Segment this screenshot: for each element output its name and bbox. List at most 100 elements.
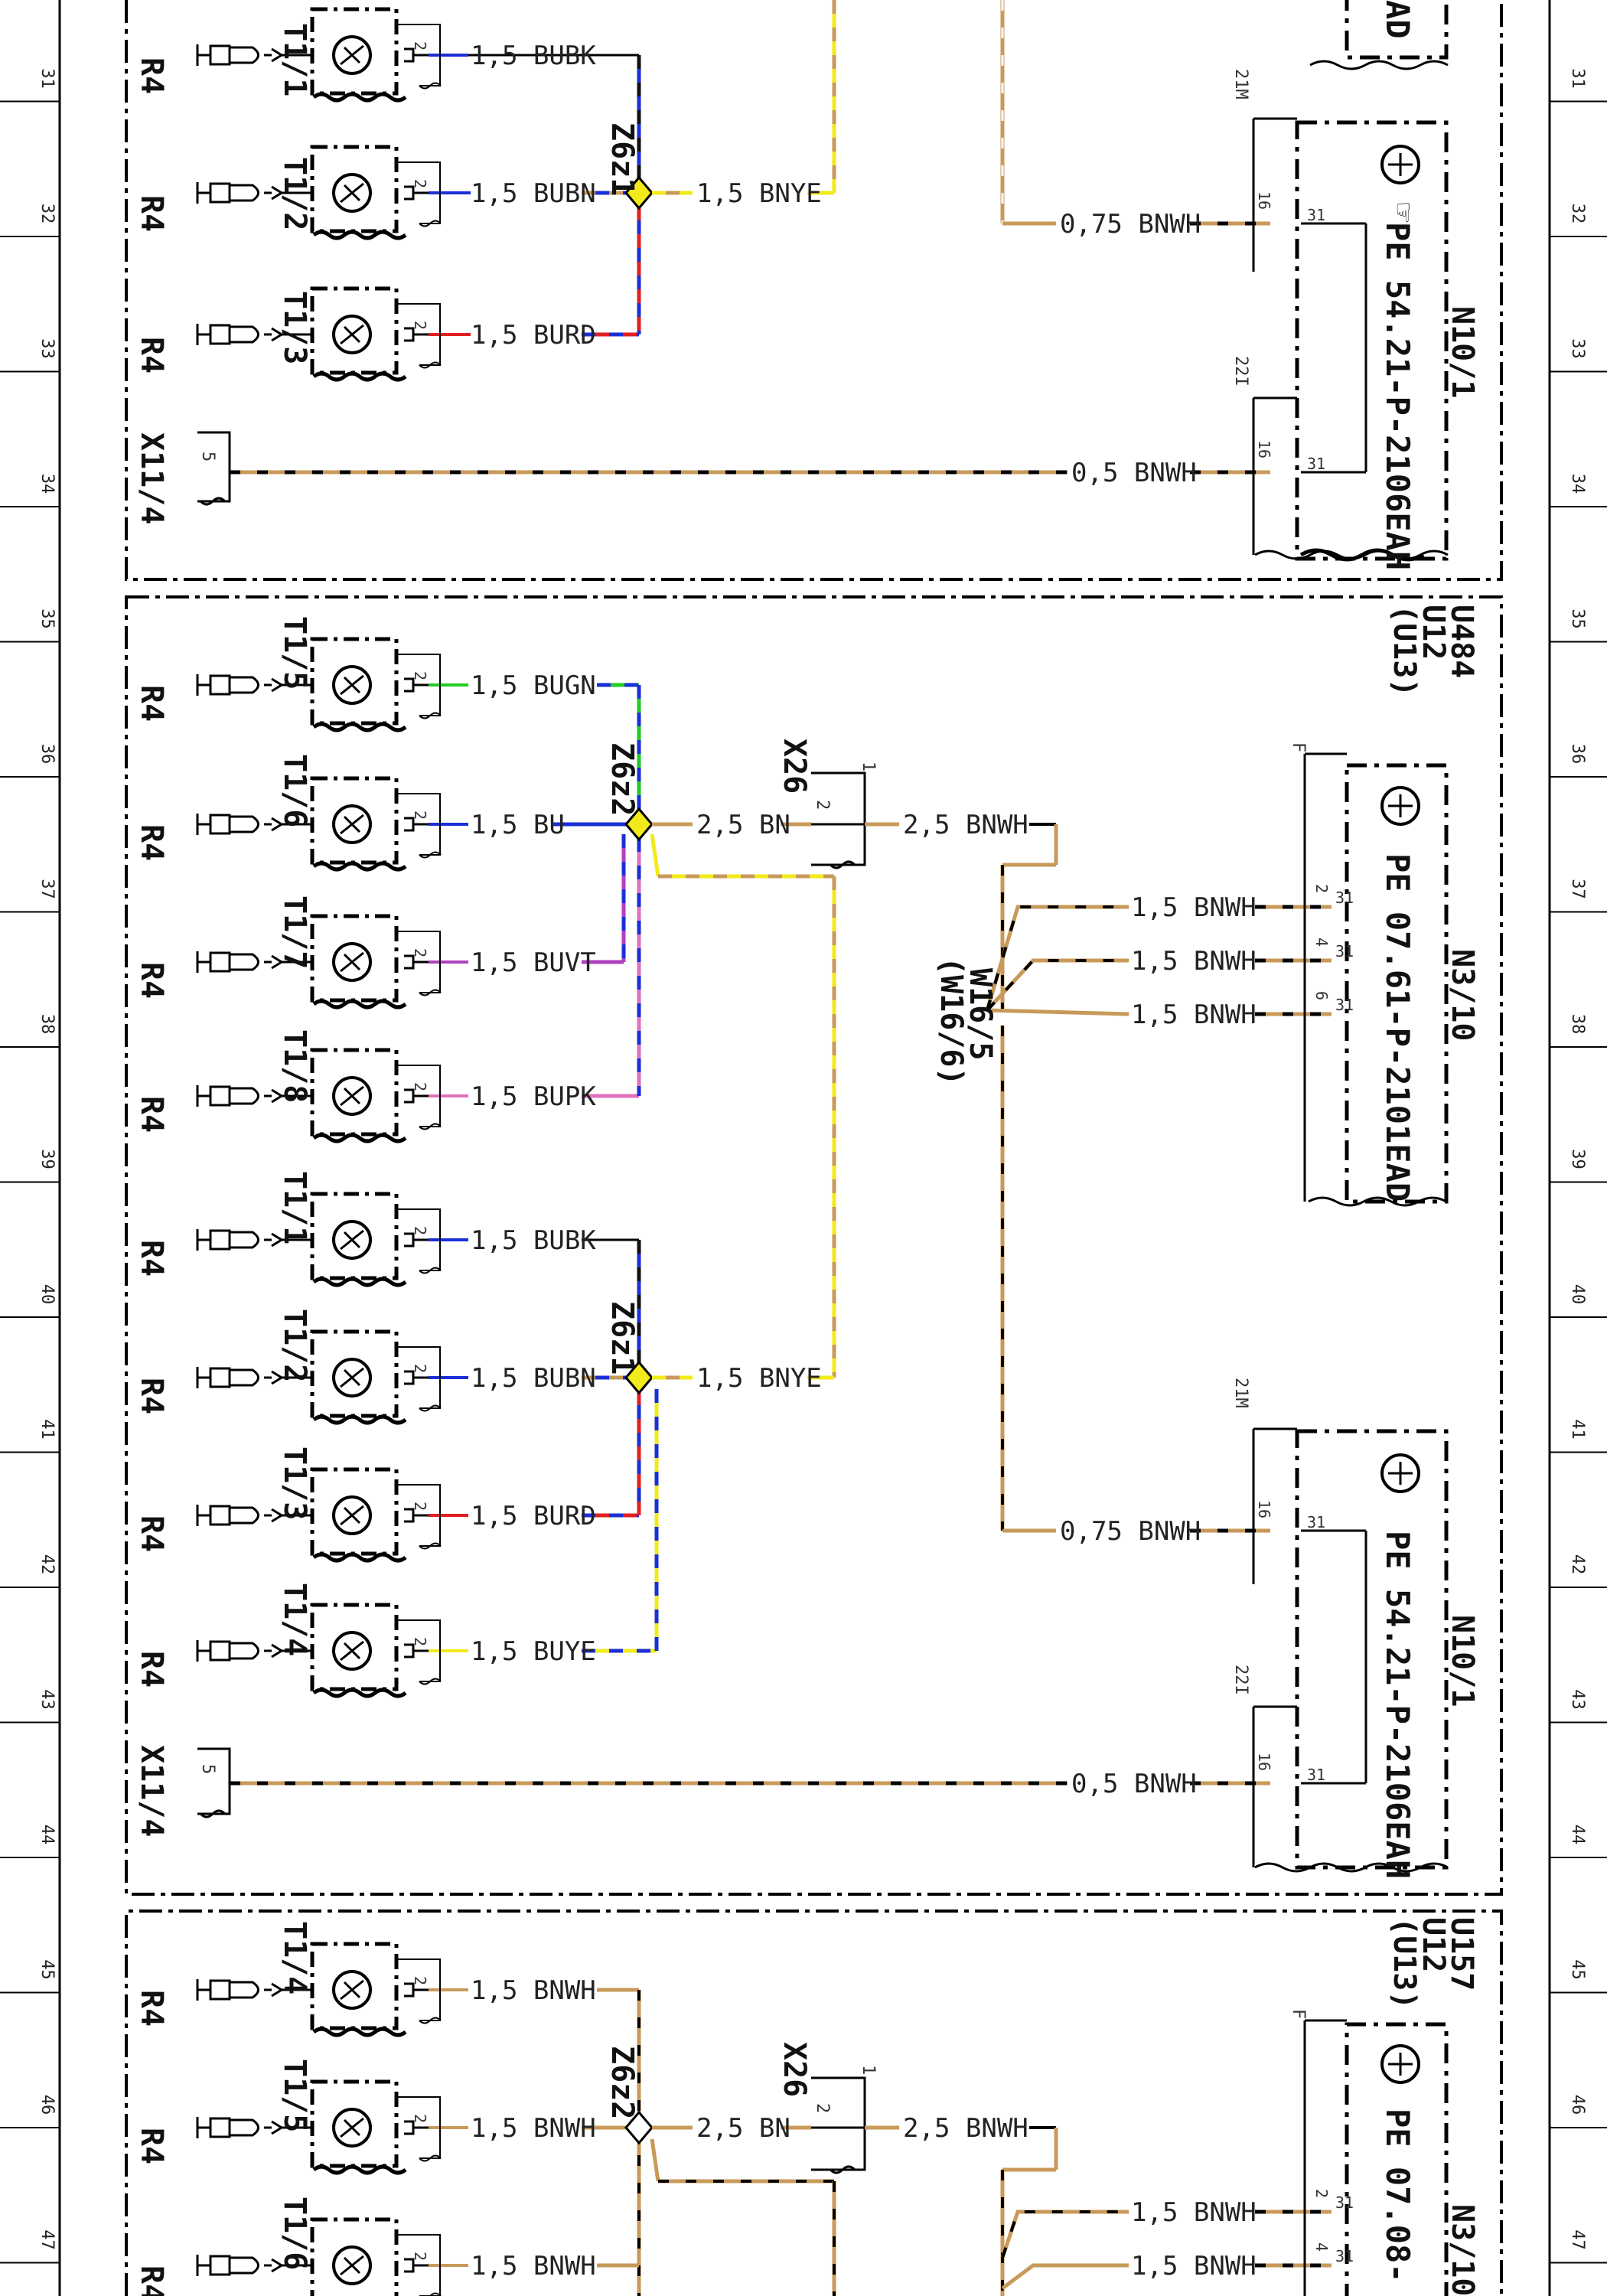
f-label: F: [1289, 742, 1308, 752]
pin-num: 2: [411, 1976, 429, 1985]
sensor-id: T1/1: [277, 1171, 312, 1244]
grid-row-number: 33: [37, 338, 57, 359]
f-label: F: [1289, 2009, 1308, 2019]
pin-num: 2: [411, 1082, 429, 1091]
sensor-id: T1/6: [277, 2197, 312, 2270]
r-label: R4: [134, 824, 169, 861]
unit-id: U12: [1416, 605, 1451, 660]
sensor-element-icon: [332, 173, 372, 213]
temperature-sensor: 2: [196, 1192, 442, 1287]
pin-num: 2: [411, 1364, 429, 1373]
x26-tag: 1: [859, 2065, 878, 2075]
temperature-sensor: 2: [196, 286, 442, 382]
temperature-sensor: 2: [196, 914, 442, 1009]
temperature-sensor: 2: [196, 2079, 442, 2175]
unit-id: U157: [1444, 1917, 1479, 1991]
pin-num: 16: [1255, 440, 1273, 458]
grid-row-number: 46: [37, 2095, 57, 2115]
conn-id: 21M: [1231, 69, 1250, 99]
r-label: R4: [134, 1515, 169, 1552]
splice-wiring-a: [429, 0, 836, 337]
wire-label: 1,5 BUBN: [471, 1363, 596, 1394]
wire-label: 1,5 BNWH: [1131, 2197, 1257, 2228]
temperature-sensor: 2: [196, 7, 442, 103]
grid-row-number: 40: [37, 1284, 57, 1305]
r-label: R4: [134, 962, 169, 999]
wire-label: 2,5 BNWH: [903, 2113, 1028, 2144]
terminal-num: 31: [1335, 2247, 1354, 2265]
n3-module-a-tail: [1345, 0, 1449, 60]
block-c-frame: [125, 1910, 1503, 2296]
sensor-id: T1/2: [277, 157, 312, 230]
x11-id: X11/4: [134, 1745, 169, 1837]
terminal-num: 31: [1335, 996, 1354, 1014]
pin-num: 5: [198, 1764, 217, 1774]
r-label: R4: [134, 2265, 169, 2296]
harness-id: (W16/6): [934, 957, 969, 1086]
svg-text:☞: ☞: [1385, 203, 1423, 222]
sensor-id: T1/4: [277, 1921, 312, 1994]
temperature-sensor: 2: [196, 1942, 442, 2037]
sensor-element-icon: [332, 35, 372, 75]
r-label: R4: [134, 685, 169, 722]
temperature-sensor: 2: [196, 145, 442, 240]
wire-label: 1,5 BNWH: [1131, 2251, 1257, 2281]
sensor-id: T1/1: [277, 23, 312, 96]
x26-tag: 1: [859, 762, 878, 771]
wire-label: 1,5 BUVT: [471, 947, 596, 978]
wire-label: 1,5 BU: [471, 810, 565, 840]
splice-wiring-b-bottom: [429, 1238, 834, 1653]
conn-id: 22I: [1231, 1665, 1250, 1695]
unit-id: U12: [1416, 1917, 1451, 1972]
grid-row-number: 45: [1568, 1959, 1587, 1980]
pin-num: 2: [1312, 2189, 1331, 2198]
grid-row-number: 43: [37, 1689, 57, 1710]
x26-id: X26: [777, 739, 812, 794]
pe-reference: PE 54.21-P-2106EAH: [1379, 222, 1416, 570]
wire-label: 1,5 BNWH: [471, 1975, 596, 2006]
pin-num: 2: [411, 948, 429, 957]
conn-id: 22I: [1231, 356, 1250, 386]
splice-wiring-c: [429, 1988, 836, 2296]
sensor-id: T1/3: [277, 291, 312, 364]
grid-row-number: 42: [37, 1554, 57, 1575]
x26-connector-b: [811, 771, 866, 869]
wire-label: 1,5 BUPK: [471, 1081, 596, 1112]
sensor-id: T1/3: [277, 1446, 312, 1520]
sensor-element-icon: [332, 2245, 372, 2285]
r-label: R4: [134, 1096, 169, 1133]
x26-id: X26: [777, 2042, 812, 2097]
pin-num: 2: [411, 810, 429, 820]
sensor-element-icon: [332, 315, 372, 354]
sensor-element-icon: [332, 1358, 372, 1397]
temperature-sensor: 2: [196, 637, 442, 732]
block-c: [125, 1910, 1503, 2296]
harness-id: W16/5: [963, 968, 998, 1060]
pin-num: 2: [411, 2114, 429, 2123]
pin-num: 5: [198, 452, 217, 461]
splice-id: Z6z2: [605, 742, 640, 816]
temperature-sensor: 2: [196, 1603, 442, 1698]
pin-num: 2: [411, 321, 429, 330]
terminal-num: 31: [1335, 942, 1354, 960]
n3-module-c: [1345, 2022, 1449, 2296]
grid-row-number: 40: [1568, 1284, 1587, 1305]
wire-label: 1,5 BNWH: [471, 2113, 596, 2144]
wire-label: 1,5 BNYE: [696, 1363, 822, 1394]
pin-num: 2: [1312, 884, 1331, 893]
pin-num: 2: [411, 1502, 429, 1511]
grid-row-number: 38: [37, 1014, 57, 1035]
sensor-element-icon: [332, 665, 372, 705]
wire-label: 0,75 BNWH: [1060, 1516, 1201, 1547]
transistor-icon: [1380, 145, 1420, 184]
grid-row-number: 36: [37, 744, 57, 765]
x11-connector-a: [197, 431, 231, 506]
grid-row-number: 41: [1568, 1419, 1587, 1440]
x26-connector-c: [811, 2076, 866, 2174]
block-b: [125, 595, 1503, 1896]
module-id: N3/10: [1445, 2204, 1480, 2296]
pin-num: 6: [1312, 991, 1331, 1000]
block-a: ☞: [125, 0, 1503, 581]
temperature-sensor: 2: [196, 1467, 442, 1563]
